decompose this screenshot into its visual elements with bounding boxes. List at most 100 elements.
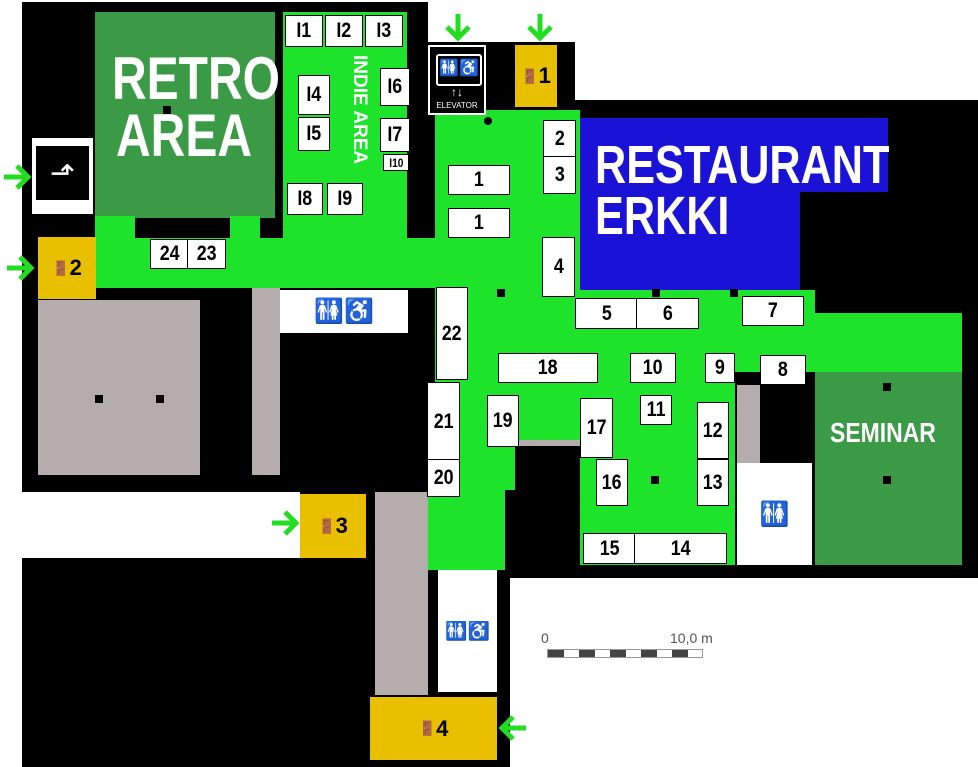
accessible-toilet-icon: 🚻♿ <box>438 570 497 692</box>
room-2[interactable]: 2 <box>543 120 576 158</box>
entrance-arrow-icon <box>445 14 471 42</box>
room-label: I2 <box>336 19 352 42</box>
room-label: 3 <box>554 163 565 186</box>
room-label: 23 <box>196 242 217 265</box>
room-21[interactable]: 21 <box>427 382 460 461</box>
entrance-arrow-icon <box>527 14 553 42</box>
room-12[interactable]: 12 <box>697 402 729 459</box>
restaurant-erkki[interactable] <box>580 190 800 290</box>
room-23[interactable]: 23 <box>187 239 226 269</box>
pillar <box>156 395 164 403</box>
room-20[interactable]: 20 <box>427 459 460 497</box>
pillar <box>883 476 891 484</box>
service-area <box>252 288 280 475</box>
door-icon: 🚪 <box>52 259 70 276</box>
room-label: I1 <box>296 19 312 42</box>
pillar <box>652 289 660 297</box>
room-label: 10 <box>643 356 663 379</box>
room-22[interactable]: 22 <box>436 287 468 380</box>
entrance-arrow-icon <box>498 715 526 741</box>
room-label: 22 <box>442 321 462 345</box>
room-I4[interactable]: I4 <box>298 75 330 115</box>
room-15[interactable]: 15 <box>583 533 636 564</box>
room-I3[interactable]: I3 <box>365 15 403 47</box>
room-label: I5 <box>306 122 322 145</box>
entrance-arrow-icon <box>7 255 35 281</box>
room-1a[interactable]: 1 <box>448 165 510 195</box>
room-I8[interactable]: I8 <box>287 183 323 215</box>
room-7[interactable]: 7 <box>742 296 804 326</box>
outside <box>22 492 300 558</box>
entrance-arrow-icon <box>4 164 32 190</box>
pillar <box>95 395 103 403</box>
elevator-arrows-icon: ↑↓ <box>451 85 463 99</box>
room-3[interactable]: 3 <box>543 156 576 194</box>
entrance-number: 4 <box>436 715 449 741</box>
entrance-3[interactable]: 🚪3 <box>300 494 366 558</box>
elevator-icon: 🚻♿ <box>436 54 482 86</box>
room-label: I9 <box>337 187 353 210</box>
retro-area-label: RETRO AREA <box>112 49 280 166</box>
seminar-room[interactable] <box>815 372 962 565</box>
elevator-label: ELEVATOR <box>436 101 478 110</box>
indie-area-label: INDIE AREA <box>349 55 370 165</box>
room-5[interactable]: 5 <box>575 298 638 329</box>
room-I10[interactable]: I10 <box>383 154 409 171</box>
room-16[interactable]: 16 <box>596 459 628 506</box>
pillar <box>883 383 891 391</box>
room-14[interactable]: 14 <box>634 533 727 564</box>
restaurant-label: RESTAURANT ERKKI <box>595 135 890 247</box>
room-label: 18 <box>538 356 558 379</box>
corridor <box>800 313 962 372</box>
service-area <box>38 300 200 475</box>
room-11[interactable]: 11 <box>640 395 672 425</box>
pillar <box>651 476 659 484</box>
room-label: 19 <box>493 409 513 432</box>
room-label: I3 <box>376 19 392 42</box>
entrance-number: 2 <box>69 255 82 280</box>
room-I6[interactable]: I6 <box>380 68 410 106</box>
room-I7[interactable]: I7 <box>380 118 410 152</box>
stairs-box: ⬏ <box>32 138 93 214</box>
room-24[interactable]: 24 <box>150 239 189 269</box>
room-6[interactable]: 6 <box>636 298 699 329</box>
entrance-arrow-icon <box>272 510 300 536</box>
room-label: 15 <box>599 536 620 560</box>
room-label: 13 <box>703 470 723 494</box>
room-18[interactable]: 18 <box>498 353 598 383</box>
room-1b[interactable]: 1 <box>448 208 510 238</box>
elevator[interactable]: 🚻♿ ↑↓ ELEVATOR <box>428 45 486 115</box>
room-17[interactable]: 17 <box>580 398 613 458</box>
restaurant-erkki[interactable] <box>580 118 888 192</box>
entrance-1[interactable]: 🚪1 <box>515 45 557 107</box>
room-4[interactable]: 4 <box>542 237 575 297</box>
room-I2[interactable]: I2 <box>325 15 363 47</box>
service-area <box>375 492 428 695</box>
room-label: I7 <box>387 123 403 146</box>
room-19[interactable]: 19 <box>487 395 519 447</box>
entrance-2[interactable]: 🚪2 <box>38 237 96 299</box>
entrance-number: 1 <box>538 63 551 88</box>
corridor <box>505 445 515 490</box>
room-8[interactable]: 8 <box>760 355 806 385</box>
room-13[interactable]: 13 <box>697 459 729 506</box>
pillar <box>497 289 505 297</box>
room-label: 1 <box>474 211 484 234</box>
room-label: 9 <box>715 356 725 379</box>
room-label: 20 <box>433 466 454 489</box>
retro-area[interactable] <box>95 12 275 218</box>
room-9[interactable]: 9 <box>705 353 735 383</box>
room-label: 12 <box>703 418 723 442</box>
scale-bar <box>547 649 703 658</box>
room-I9[interactable]: I9 <box>327 183 363 215</box>
room-10[interactable]: 10 <box>630 353 676 383</box>
door-icon: 🚪 <box>418 720 437 736</box>
room-I5[interactable]: I5 <box>298 117 330 151</box>
room-label: 16 <box>602 470 622 494</box>
room-label: 1 <box>474 168 484 191</box>
scale-start: 0 <box>541 630 549 646</box>
entrance-4[interactable]: 🚪4 <box>370 697 497 760</box>
room-label: 24 <box>159 242 180 265</box>
room-I1[interactable]: I1 <box>285 15 323 47</box>
